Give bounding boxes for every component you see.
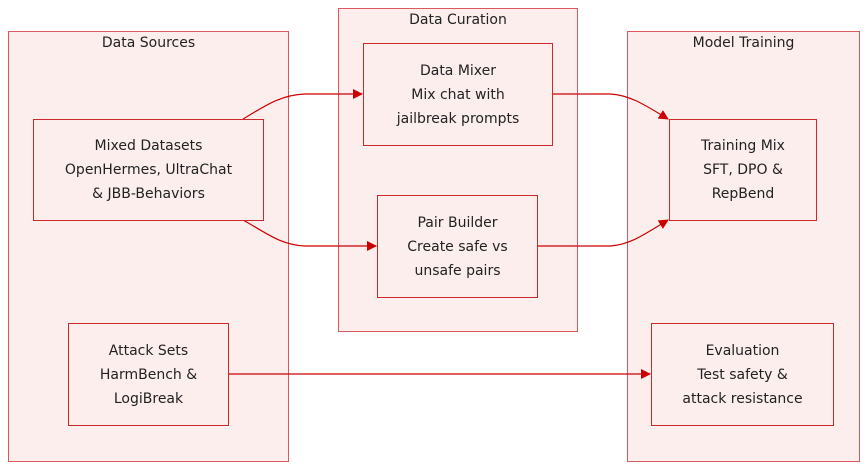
node-line: jailbreak prompts (396, 110, 520, 127)
group-title-data-curation: Data Curation (409, 12, 507, 28)
node-line: unsafe pairs (414, 262, 501, 279)
node-training-mix[interactable]: Training Mix SFT, DPO & RepBend (669, 119, 817, 221)
node-line: Pair Builder (417, 214, 498, 231)
node-line: attack resistance (682, 390, 803, 407)
node-line: Attack Sets (108, 342, 189, 359)
node-line: RepBend (711, 186, 775, 202)
node-mixed-datasets[interactable]: Mixed Datasets OpenHermes, UltraChat & J… (33, 119, 264, 221)
node-line: Create safe vs (407, 238, 508, 255)
node-data-mixer[interactable]: Data Mixer Mix chat with jailbreak promp… (363, 43, 553, 146)
group-title-model-training: Model Training (692, 35, 795, 51)
node-line: SFT, DPO & (703, 162, 783, 178)
node-attack-sets[interactable]: Attack Sets HarmBench & LogiBreak (68, 323, 229, 426)
node-line: & JBB-Behaviors (92, 186, 205, 202)
node-line: OpenHermes, UltraChat (64, 162, 233, 178)
node-line: Mix chat with (411, 86, 505, 103)
node-line: LogiBreak (113, 390, 184, 407)
node-line: Evaluation (705, 342, 780, 359)
node-line: Mixed Datasets (94, 138, 203, 154)
node-line: Data Mixer (419, 62, 497, 79)
group-title-data-sources: Data Sources (101, 35, 196, 51)
node-line: Test safety & (697, 366, 788, 383)
node-line: HarmBench & (99, 366, 198, 383)
node-evaluation[interactable]: Evaluation Test safety & attack resistan… (651, 323, 834, 426)
node-pair-builder[interactable]: Pair Builder Create safe vs unsafe pairs (377, 195, 538, 298)
node-line: Training Mix (701, 138, 785, 154)
